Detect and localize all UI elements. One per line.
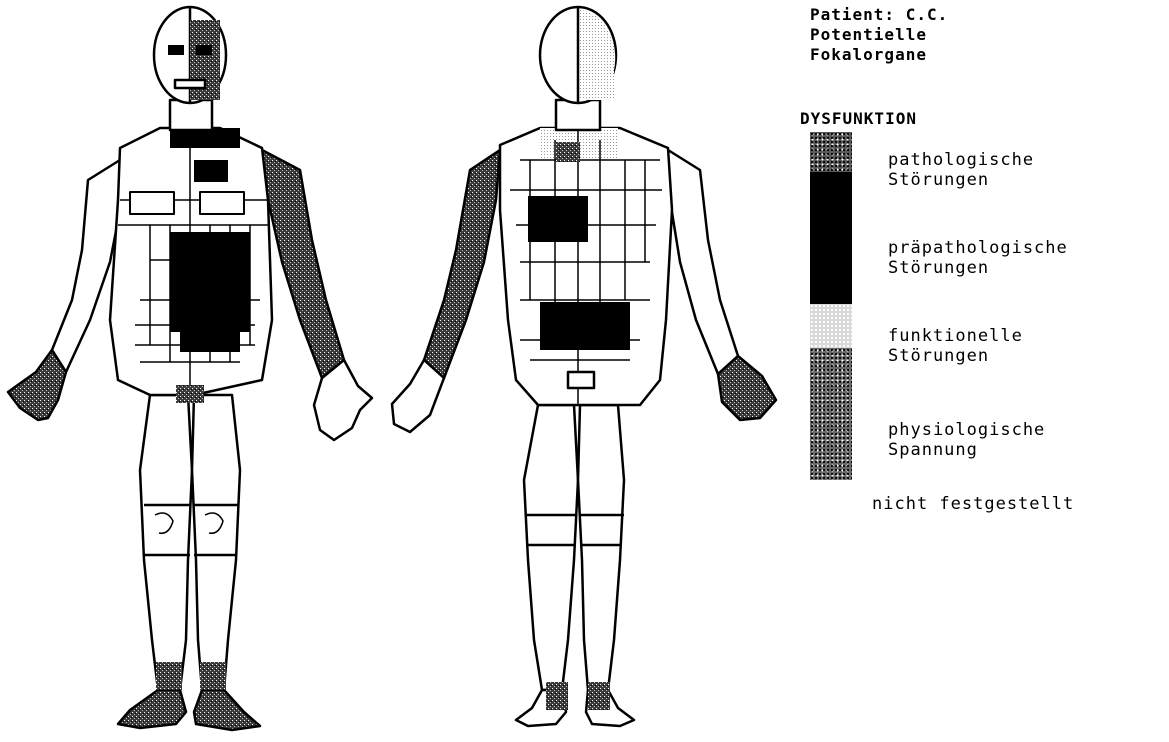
back-left-arm <box>424 150 500 378</box>
front-left-foot <box>118 690 186 728</box>
front-right-foot <box>194 690 260 730</box>
front-right-arm <box>262 150 344 378</box>
legend-swatch-physiological <box>810 348 852 480</box>
legend-item-label: pathologische <box>888 152 1034 169</box>
patient-label: Patient: C.C. <box>810 6 948 23</box>
back-right-arm <box>668 150 738 374</box>
legend-item-label: Störungen <box>888 348 989 365</box>
front-figure <box>8 7 372 730</box>
legend-item-label: funktionelle <box>888 328 1023 345</box>
front-right-leg <box>192 395 240 690</box>
legend-item-label: Spannung <box>888 442 978 459</box>
back-right-leg <box>578 405 624 690</box>
legend-item-label: Störungen <box>888 172 989 189</box>
dysfunction-title: DYSFUNKTION <box>800 110 917 127</box>
potential-label: Potentielle <box>810 26 927 43</box>
legend-item-label: präpathologische <box>888 240 1068 257</box>
back-torso <box>500 128 672 405</box>
back-left-hand <box>392 360 444 432</box>
legend-item-label: physiologische <box>888 422 1045 439</box>
front-left-hand <box>8 350 66 420</box>
legend-swatch-pathological <box>810 132 852 172</box>
legend-item-label: Störungen <box>888 260 989 277</box>
back-right-hand <box>718 356 776 420</box>
focal-organs-label: Fokalorgane <box>810 46 927 63</box>
legend-item-label: nicht festgestellt <box>872 496 1074 513</box>
back-figure <box>392 7 776 726</box>
legend-swatch-functional <box>810 304 852 348</box>
legend-swatch-prepathological <box>810 172 852 304</box>
front-left-leg <box>140 395 192 690</box>
back-left-leg <box>524 405 578 690</box>
